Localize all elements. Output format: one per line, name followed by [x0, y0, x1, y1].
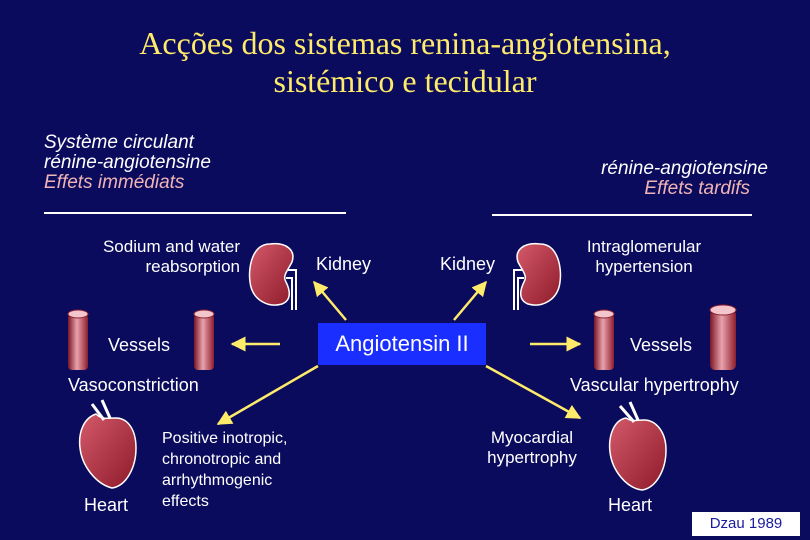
left-kidney-icon — [250, 244, 296, 310]
right-vessel-2-icon — [710, 305, 736, 370]
left-heart-icon — [80, 400, 136, 488]
right-vessel-1-icon — [594, 310, 614, 370]
right-kidney-icon — [514, 244, 560, 310]
left-vessel-1-icon — [68, 310, 88, 370]
arrow-to-right-heart — [486, 366, 580, 418]
arrow-to-right-kidney — [454, 282, 486, 320]
right-heart-icon — [610, 402, 666, 490]
arrow-to-left-heart — [218, 366, 318, 424]
arrow-to-left-kidney — [314, 282, 346, 320]
left-vessel-2-icon — [194, 310, 214, 370]
